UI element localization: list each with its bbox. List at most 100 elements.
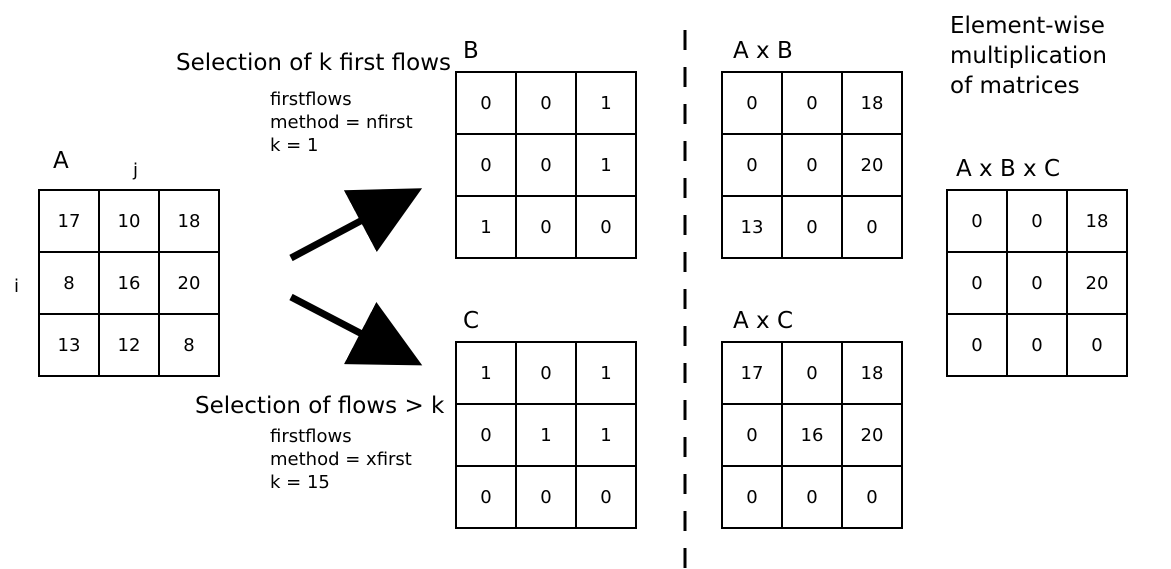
- selection-greater-params: firstflows method = xfirst k = 15: [270, 425, 412, 494]
- matrix-cell: 10: [98, 189, 160, 253]
- matrix-c: 1 0 1 0 1 1 0 0 0: [455, 341, 637, 529]
- matrix-cell: 0: [721, 465, 783, 529]
- matrix-a-row-label: i: [14, 276, 20, 297]
- matrix-cell: 0: [575, 195, 637, 259]
- matrix-cell: 0: [515, 341, 577, 405]
- matrix-row: 0 0 1: [455, 71, 637, 135]
- matrix-cell: 0: [946, 189, 1008, 253]
- matrix-cell: 0: [455, 403, 517, 467]
- matrix-row: 17 0 18: [721, 341, 903, 405]
- matrix-cell: 8: [38, 251, 100, 315]
- matrix-cell: 0: [781, 465, 843, 529]
- matrix-b-title: B: [463, 38, 479, 64]
- matrix-cell: 0: [455, 465, 517, 529]
- matrix-row: 0 16 20: [721, 403, 903, 467]
- matrix-row: 0 0 18: [946, 189, 1128, 253]
- matrix-cell: 0: [575, 465, 637, 529]
- matrix-cell: 1: [515, 403, 577, 467]
- matrix-cell: 0: [946, 313, 1008, 377]
- note-line: of matrices: [950, 73, 1080, 99]
- matrix-cell: 0: [455, 71, 517, 135]
- matrix-cell: 0: [1006, 189, 1068, 253]
- matrix-cell: 18: [158, 189, 220, 253]
- param-line: method = nfirst: [270, 112, 413, 133]
- param-line: k = 1: [270, 135, 319, 156]
- matrix-cell: 0: [781, 133, 843, 197]
- matrix-cell: 0: [1066, 313, 1128, 377]
- matrix-axb: 0 0 18 0 0 20 13 0 0: [721, 71, 903, 259]
- matrix-cell: 18: [841, 341, 903, 405]
- note-line: Element-wise: [950, 13, 1105, 39]
- param-line: method = xfirst: [270, 449, 412, 470]
- arrow-to-c: [289, 293, 423, 366]
- matrix-cell: 16: [98, 251, 160, 315]
- matrix-cell: 0: [841, 465, 903, 529]
- matrix-axbxc-title: A x B x C: [956, 156, 1061, 182]
- matrix-cell: 20: [841, 133, 903, 197]
- matrix-cell: 0: [781, 195, 843, 259]
- matrix-cell: 18: [841, 71, 903, 135]
- matrix-cell: 13: [38, 313, 100, 377]
- matrix-axbxc: 0 0 18 0 0 20 0 0 0: [946, 189, 1128, 377]
- matrix-cell: 0: [946, 251, 1008, 315]
- matrix-b: 0 0 1 0 0 1 1 0 0: [455, 71, 637, 259]
- matrix-cell: 0: [455, 133, 517, 197]
- arrow-to-b: [289, 188, 423, 262]
- matrix-cell: 0: [721, 133, 783, 197]
- matrix-cell: 0: [515, 195, 577, 259]
- selection-first-title: Selection of k first flows: [176, 50, 452, 76]
- matrix-cell: 8: [158, 313, 220, 377]
- matrix-cell: 13: [721, 195, 783, 259]
- matrix-cell: 20: [158, 251, 220, 315]
- matrix-axc: 17 0 18 0 16 20 0 0 0: [721, 341, 903, 529]
- matrix-cell: 0: [1006, 251, 1068, 315]
- matrix-cell: 1: [575, 341, 637, 405]
- matrix-cell: 20: [1066, 251, 1128, 315]
- matrix-a: 17 10 18 8 16 20 13 12 8: [38, 189, 220, 377]
- matrix-cell: 0: [515, 465, 577, 529]
- matrix-cell: 17: [38, 189, 100, 253]
- matrix-cell: 0: [781, 341, 843, 405]
- matrix-cell: 0: [1006, 313, 1068, 377]
- note-line: multiplication: [950, 43, 1107, 69]
- selection-greater-title: Selection of flows > k: [195, 393, 445, 419]
- selection-first-params: firstflows method = nfirst k = 1: [270, 88, 413, 157]
- matrix-row: 0 1 1: [455, 403, 637, 467]
- matrix-row: 0 0 20: [721, 133, 903, 197]
- matrix-a-title: A: [53, 148, 69, 174]
- matrix-cell: 1: [575, 403, 637, 467]
- matrix-cell: 1: [455, 195, 517, 259]
- param-line: k = 15: [270, 472, 330, 493]
- matrix-c-title: C: [463, 308, 480, 334]
- matrix-cell: 0: [515, 71, 577, 135]
- matrix-row: 0 0 18: [721, 71, 903, 135]
- matrix-a-col-label: j: [133, 160, 139, 181]
- matrix-cell: 17: [721, 341, 783, 405]
- matrix-row: 8 16 20: [38, 251, 220, 315]
- matrix-row: 13 12 8: [38, 313, 220, 377]
- matrix-cell: 1: [575, 71, 637, 135]
- matrix-cell: 0: [721, 403, 783, 467]
- matrix-cell: 16: [781, 403, 843, 467]
- matrix-cell: 20: [841, 403, 903, 467]
- matrix-row: 1 0 0: [455, 195, 637, 259]
- matrix-cell: 18: [1066, 189, 1128, 253]
- matrix-row: 0 0 0: [721, 465, 903, 529]
- matrix-row: 0 0 20: [946, 251, 1128, 315]
- matrix-row: 0 0 0: [455, 465, 637, 529]
- matrix-row: 13 0 0: [721, 195, 903, 259]
- matrix-cell: 1: [575, 133, 637, 197]
- matrix-cell: 0: [841, 195, 903, 259]
- matrix-cell: 0: [515, 133, 577, 197]
- matrix-row: 0 0 1: [455, 133, 637, 197]
- matrix-cell: 12: [98, 313, 160, 377]
- matrix-cell: 0: [781, 71, 843, 135]
- param-line: firstflows: [270, 89, 352, 110]
- matrix-row: 1 0 1: [455, 341, 637, 405]
- param-line: firstflows: [270, 426, 352, 447]
- matrix-row: 0 0 0: [946, 313, 1128, 377]
- matrix-cell: 1: [455, 341, 517, 405]
- matrix-axc-title: A x C: [733, 308, 794, 334]
- matrix-cell: 0: [721, 71, 783, 135]
